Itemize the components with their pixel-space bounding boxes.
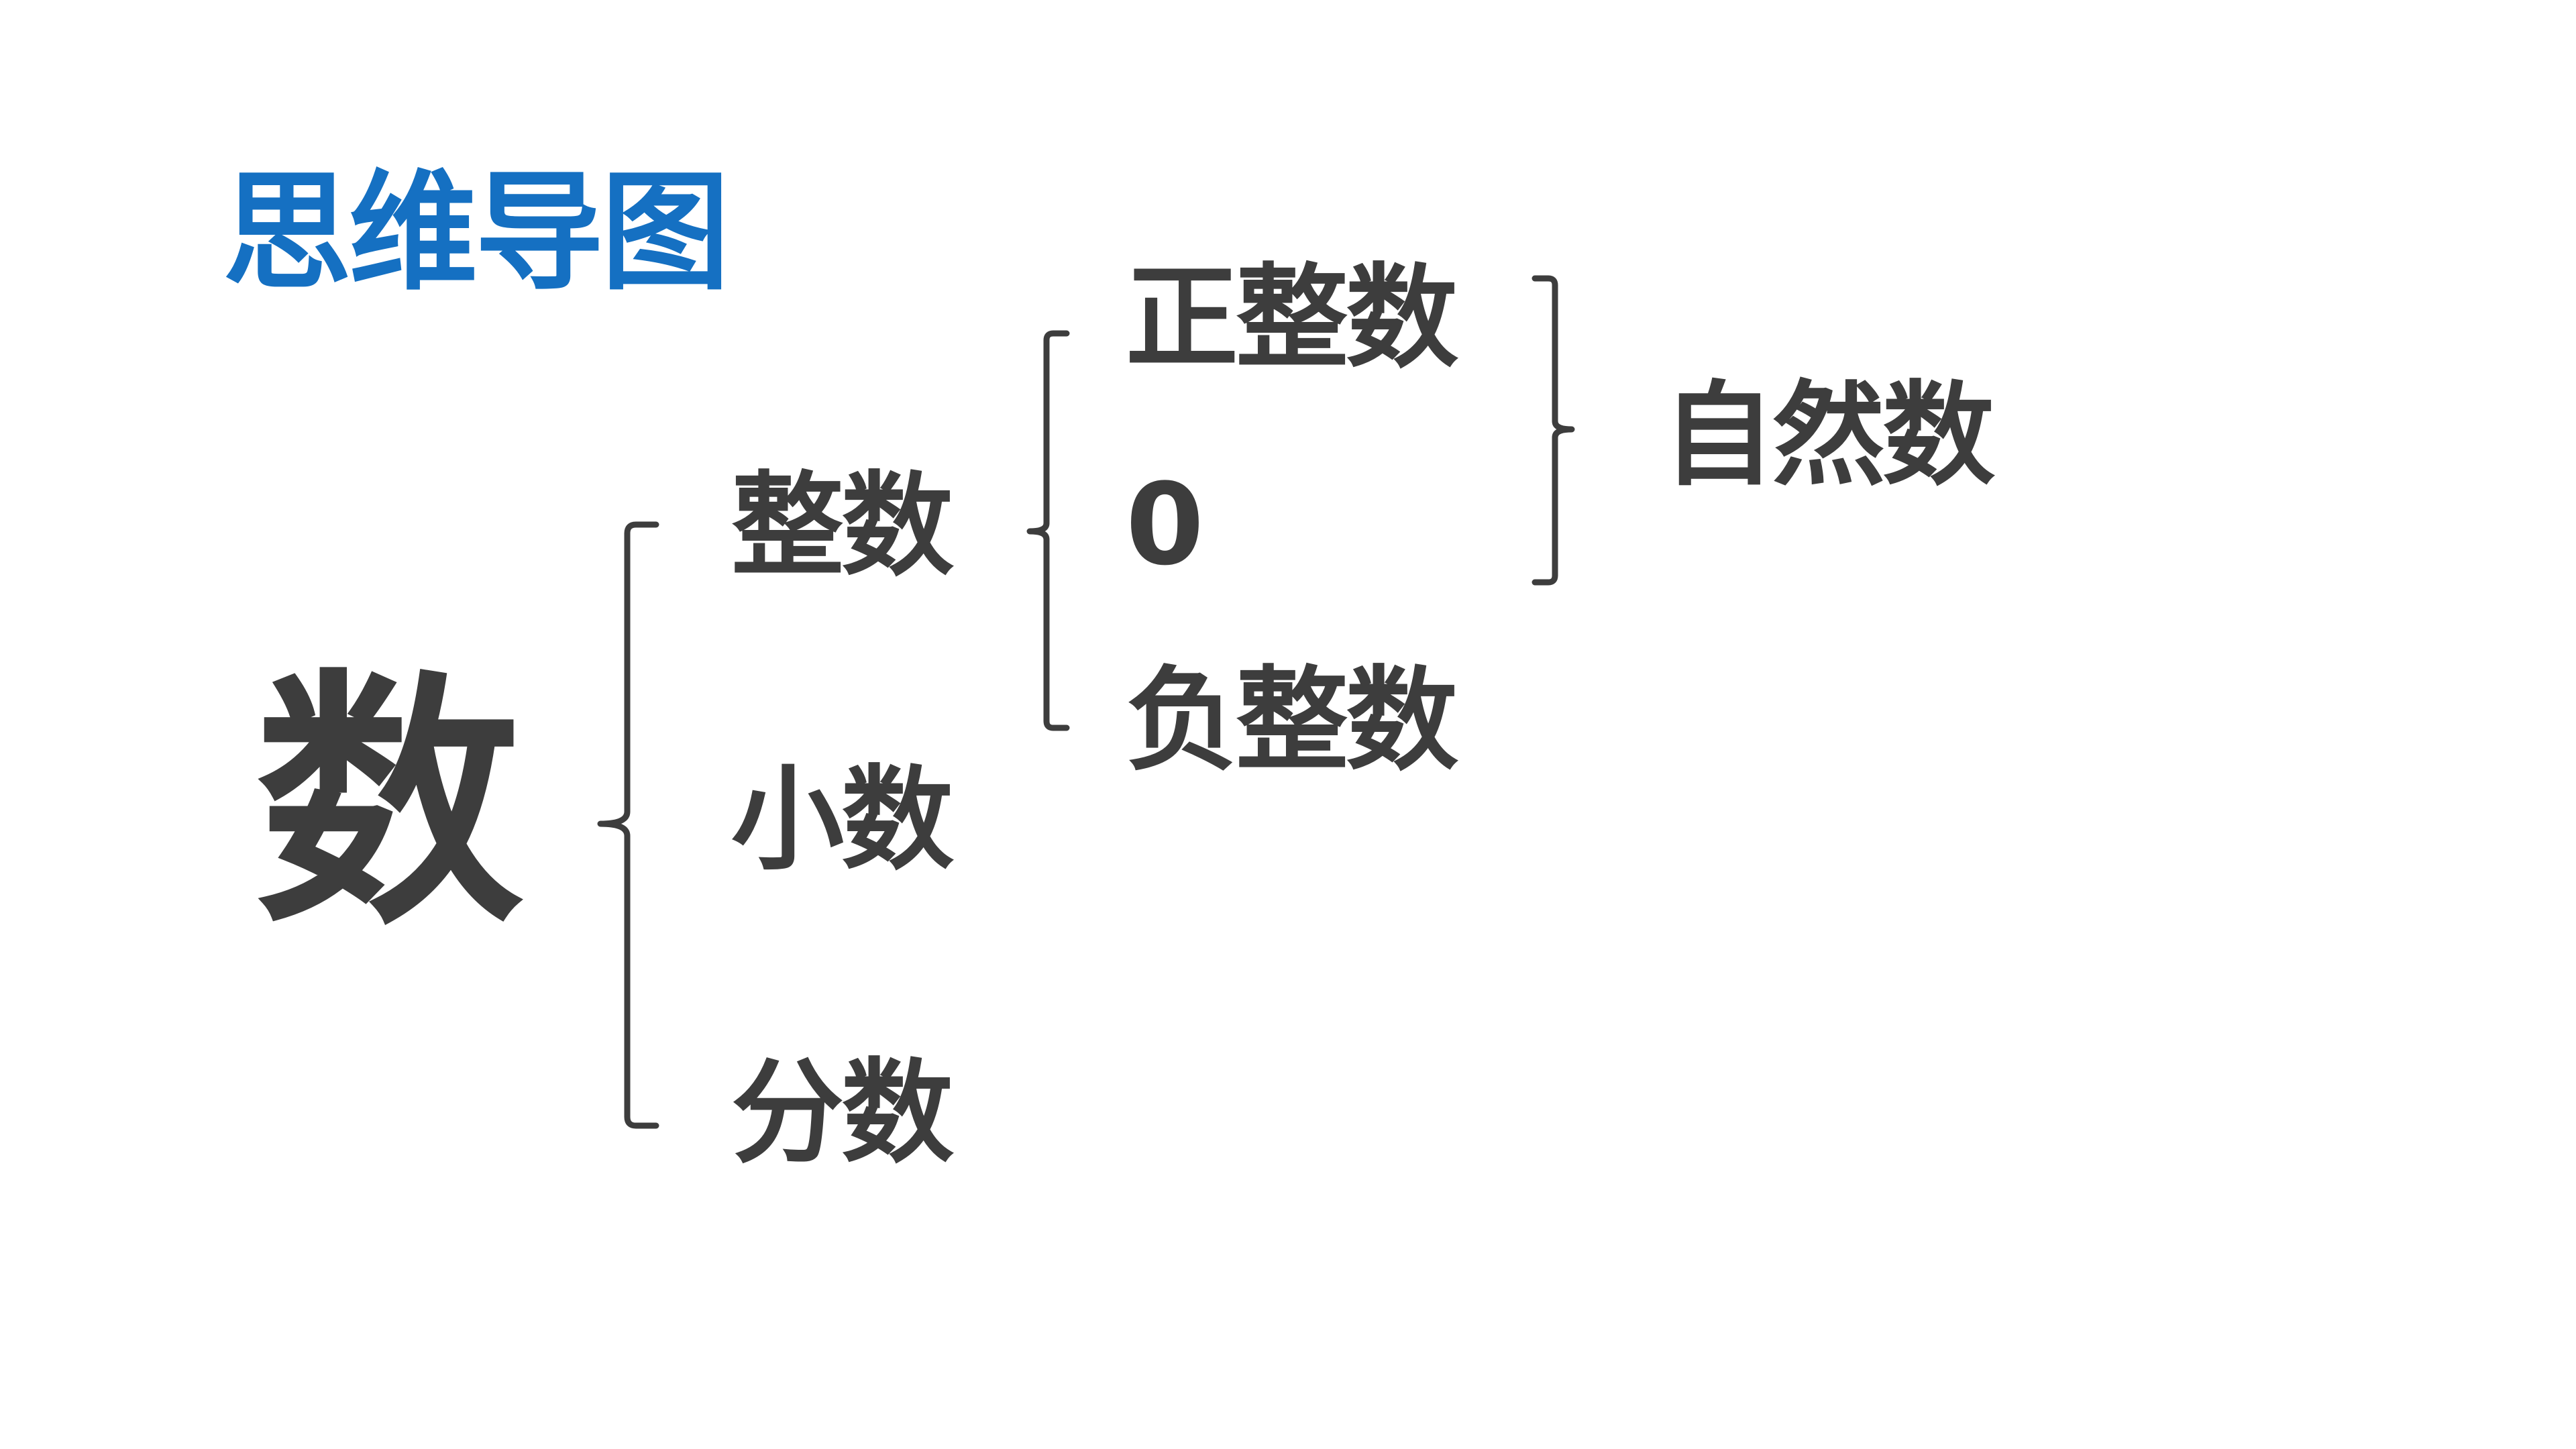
node-natural-number: 自然数 <box>1662 370 1995 501</box>
node-zero: 0 <box>1126 459 1204 590</box>
root-brace <box>597 521 659 1129</box>
slide-title: 思维导图 <box>223 158 730 308</box>
node-negative-integer: 负整数 <box>1126 655 1458 786</box>
integer-brace <box>1026 330 1070 731</box>
node-positive-integer: 正整数 <box>1126 252 1458 384</box>
node-decimal: 小数 <box>731 754 954 885</box>
natural-brace <box>1532 275 1575 586</box>
node-integer: 整数 <box>731 460 954 592</box>
node-fraction: 分数 <box>731 1047 954 1179</box>
root-node: 数 <box>255 649 523 961</box>
